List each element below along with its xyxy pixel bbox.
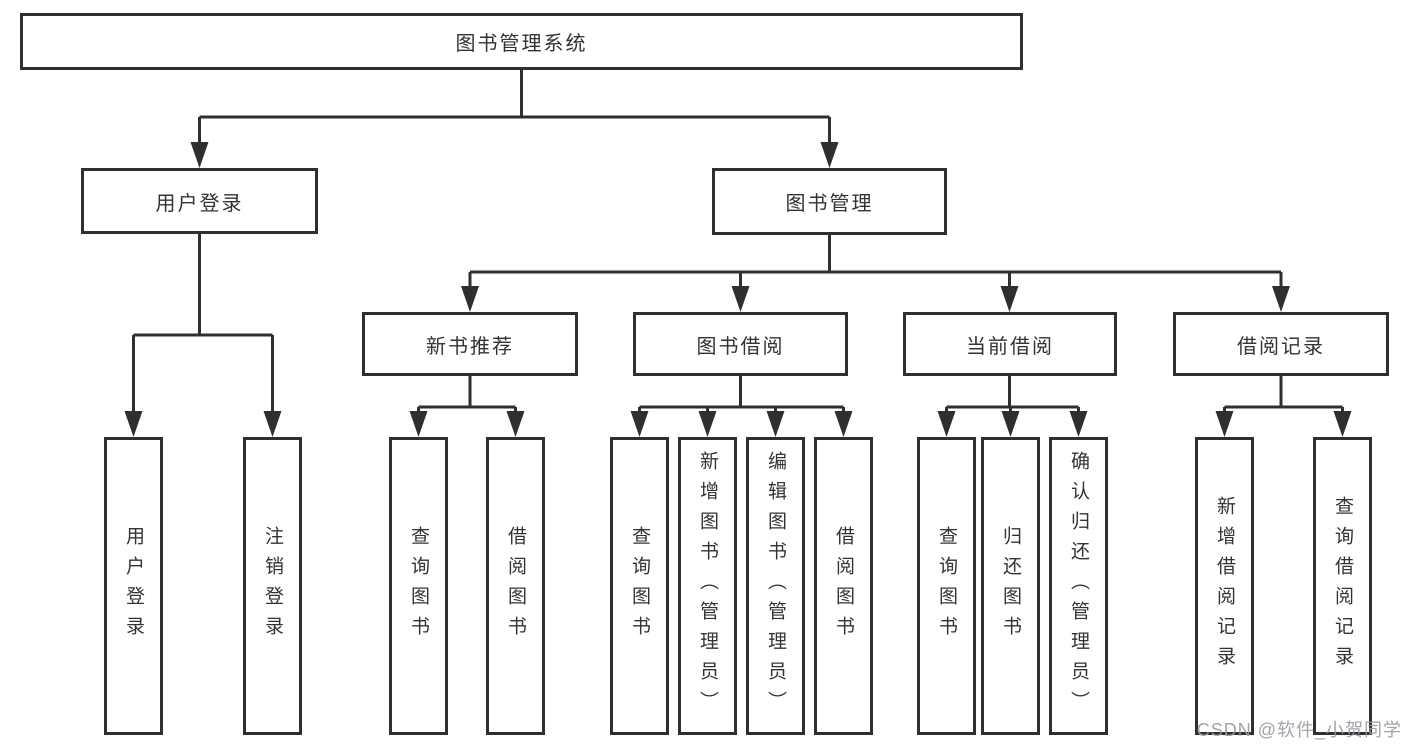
node-book-management: 图书管理 <box>712 168 947 235</box>
arrowhead <box>1069 411 1088 437</box>
node-current-borrowing: 当前借阅 <box>903 312 1117 376</box>
arrowhead <box>766 411 785 437</box>
node-label: 图书管理系统 <box>455 33 588 55</box>
arrowhead <box>506 411 525 437</box>
leaf-current-confirm-return-admin: 确认归还（管理员） <box>1049 437 1108 735</box>
arrowhead <box>263 411 282 437</box>
arrowhead <box>1272 286 1290 312</box>
leaf-borrow-query-books: 查询图书 <box>610 437 669 735</box>
leaf-records-query-record: 查询借阅记录 <box>1313 437 1372 735</box>
arrowhead <box>1000 286 1019 312</box>
node-label: 当前借阅 <box>966 335 1054 358</box>
node-label: 查询借阅记录 <box>1332 496 1353 676</box>
connector-userlogin-to-leaves <box>132 233 274 420</box>
node-library-system-root: 图书管理系统 <box>20 13 1023 70</box>
arrowhead <box>190 142 209 168</box>
node-new-book-recommend: 新书推荐 <box>362 312 578 376</box>
node-label: 借阅记录 <box>1237 335 1325 358</box>
node-user-login: 用户登录 <box>81 168 318 234</box>
node-label: 图书管理 <box>785 193 874 215</box>
node-label: 用户登录 <box>155 192 244 215</box>
node-label: 新增图书（管理员） <box>697 451 718 721</box>
leaf-current-return-books: 归还图书 <box>981 437 1040 735</box>
node-borrowing-records: 借阅记录 <box>1173 312 1389 376</box>
node-label: 新书推荐 <box>426 335 514 358</box>
node-label: 借阅图书 <box>833 526 854 646</box>
node-label: 编辑图书（管理员） <box>765 451 786 721</box>
node-label: 借阅图书 <box>505 526 526 646</box>
leaf-borrow-edit-books-admin: 编辑图书（管理员） <box>746 437 805 735</box>
arrowhead <box>461 286 479 312</box>
arrowhead <box>731 286 750 312</box>
node-label: 新增借阅记录 <box>1214 496 1235 676</box>
connector-current-to-leaves <box>945 375 1080 420</box>
leaf-logout: 注销登录 <box>243 437 302 735</box>
connector-bookmgmt-to-level3 <box>468 234 1283 295</box>
connector-root-to-level2 <box>198 68 831 150</box>
arrowhead <box>1215 411 1234 437</box>
connector-newbook-to-leaves <box>417 375 517 420</box>
arrowhead <box>630 411 649 437</box>
node-label: 图书借阅 <box>696 335 785 358</box>
leaf-current-query-books: 查询图书 <box>917 437 976 735</box>
connector-records-to-leaves <box>1223 375 1344 420</box>
leaf-newbook-query-books: 查询图书 <box>389 437 448 735</box>
arrowhead <box>124 411 143 437</box>
leaf-borrow-add-books-admin: 新增图书（管理员） <box>678 437 737 735</box>
node-label: 归还图书 <box>1000 526 1021 646</box>
arrowhead <box>937 411 956 437</box>
arrowhead <box>1333 411 1352 437</box>
arrowhead <box>409 411 428 437</box>
leaf-newbook-borrow-books: 借阅图书 <box>486 437 545 735</box>
node-label: 查询图书 <box>408 526 429 646</box>
node-label: 注销登录 <box>262 526 283 646</box>
leaf-records-add-record: 新增借阅记录 <box>1195 437 1254 735</box>
leaf-borrow-borrow-books: 借阅图书 <box>814 437 873 735</box>
node-label: 查询图书 <box>629 526 650 646</box>
connector-borrow-to-leaves <box>638 375 845 420</box>
node-label: 查询图书 <box>936 526 957 646</box>
node-label: 用户登录 <box>123 526 144 646</box>
arrowhead <box>834 411 853 437</box>
leaf-user-login: 用户登录 <box>104 437 163 735</box>
arrowhead <box>820 142 839 168</box>
arrowhead <box>1001 411 1020 437</box>
csdn-watermark: CSDN @软件_小贺同学 <box>1196 720 1402 740</box>
node-book-borrowing: 图书借阅 <box>633 312 848 376</box>
node-label: 确认归还（管理员） <box>1068 451 1089 721</box>
arrowhead <box>698 411 717 437</box>
